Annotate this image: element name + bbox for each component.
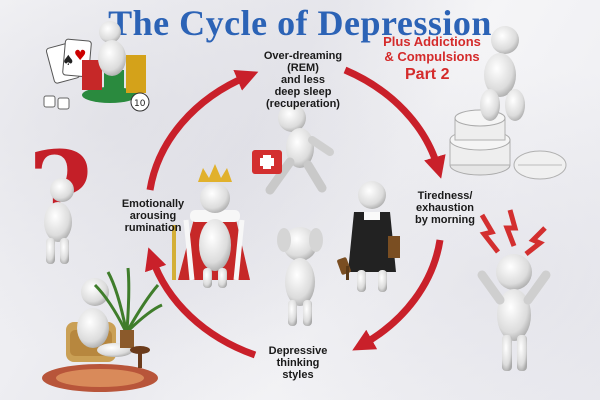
step-2-line-3: by morning — [415, 214, 475, 226]
step-1-line-3: and less — [280, 74, 326, 86]
cycle-arrows — [145, 66, 446, 359]
step-1-line-1: Over-dreaming — [263, 50, 343, 62]
sitting-on-pills-icon — [449, 26, 567, 180]
gambler-icon: ♠ ♥ 10 — [43, 21, 150, 112]
resting-chair-icon — [42, 267, 163, 392]
step-3-line-1: Depressive — [268, 345, 328, 357]
arrow-top-left — [146, 69, 259, 191]
page-title: The Cycle of Depression — [108, 3, 492, 43]
head-in-hands-icon — [277, 227, 323, 326]
step-4-line-1: Emotionally — [121, 198, 185, 210]
step-3-line-2: thinking — [276, 357, 320, 369]
step-4-line-3: rumination — [124, 222, 182, 234]
question-mark-icon: ? — [28, 127, 92, 264]
step-tiredness-label: Tiredness/ exhaustion by morning — [395, 190, 495, 226]
step-1-line-4: deep sleep — [274, 86, 332, 98]
step-rumination-label: Emotionally arousing rumination — [108, 198, 198, 234]
subtitle-line-1: Plus Addictions — [383, 34, 481, 49]
arrow-top-right — [343, 66, 446, 179]
step-2-line-2: exhaustion — [415, 202, 475, 214]
stressed-figure-icon — [477, 209, 551, 371]
step-1-line-2: (REM) — [287, 62, 319, 74]
step-4-line-2: arousing — [129, 210, 177, 222]
step-2-line-1: Tiredness/ — [417, 190, 473, 202]
step-depressive-thinking-label: Depressive thinking styles — [248, 345, 348, 381]
judge-icon — [337, 181, 400, 292]
step-1-line-5: (recuperation) — [266, 98, 340, 110]
part-label: Part 2 — [405, 66, 450, 83]
subtitle-line-2: & Compulsions — [384, 49, 480, 64]
arrow-bottom-left — [145, 247, 257, 359]
arrow-bottom-right — [352, 239, 444, 351]
svg-text:♠: ♠ — [62, 53, 75, 69]
svg-text:10: 10 — [134, 99, 146, 109]
subtitle: Plus Addictions & Compulsions — [372, 34, 492, 64]
step-over-dreaming-label: Over-dreaming (REM) and less deep sleep … — [243, 50, 363, 110]
step-3-line-3: styles — [282, 369, 314, 381]
king-icon — [172, 164, 250, 288]
runner-first-aid-icon — [252, 104, 334, 195]
